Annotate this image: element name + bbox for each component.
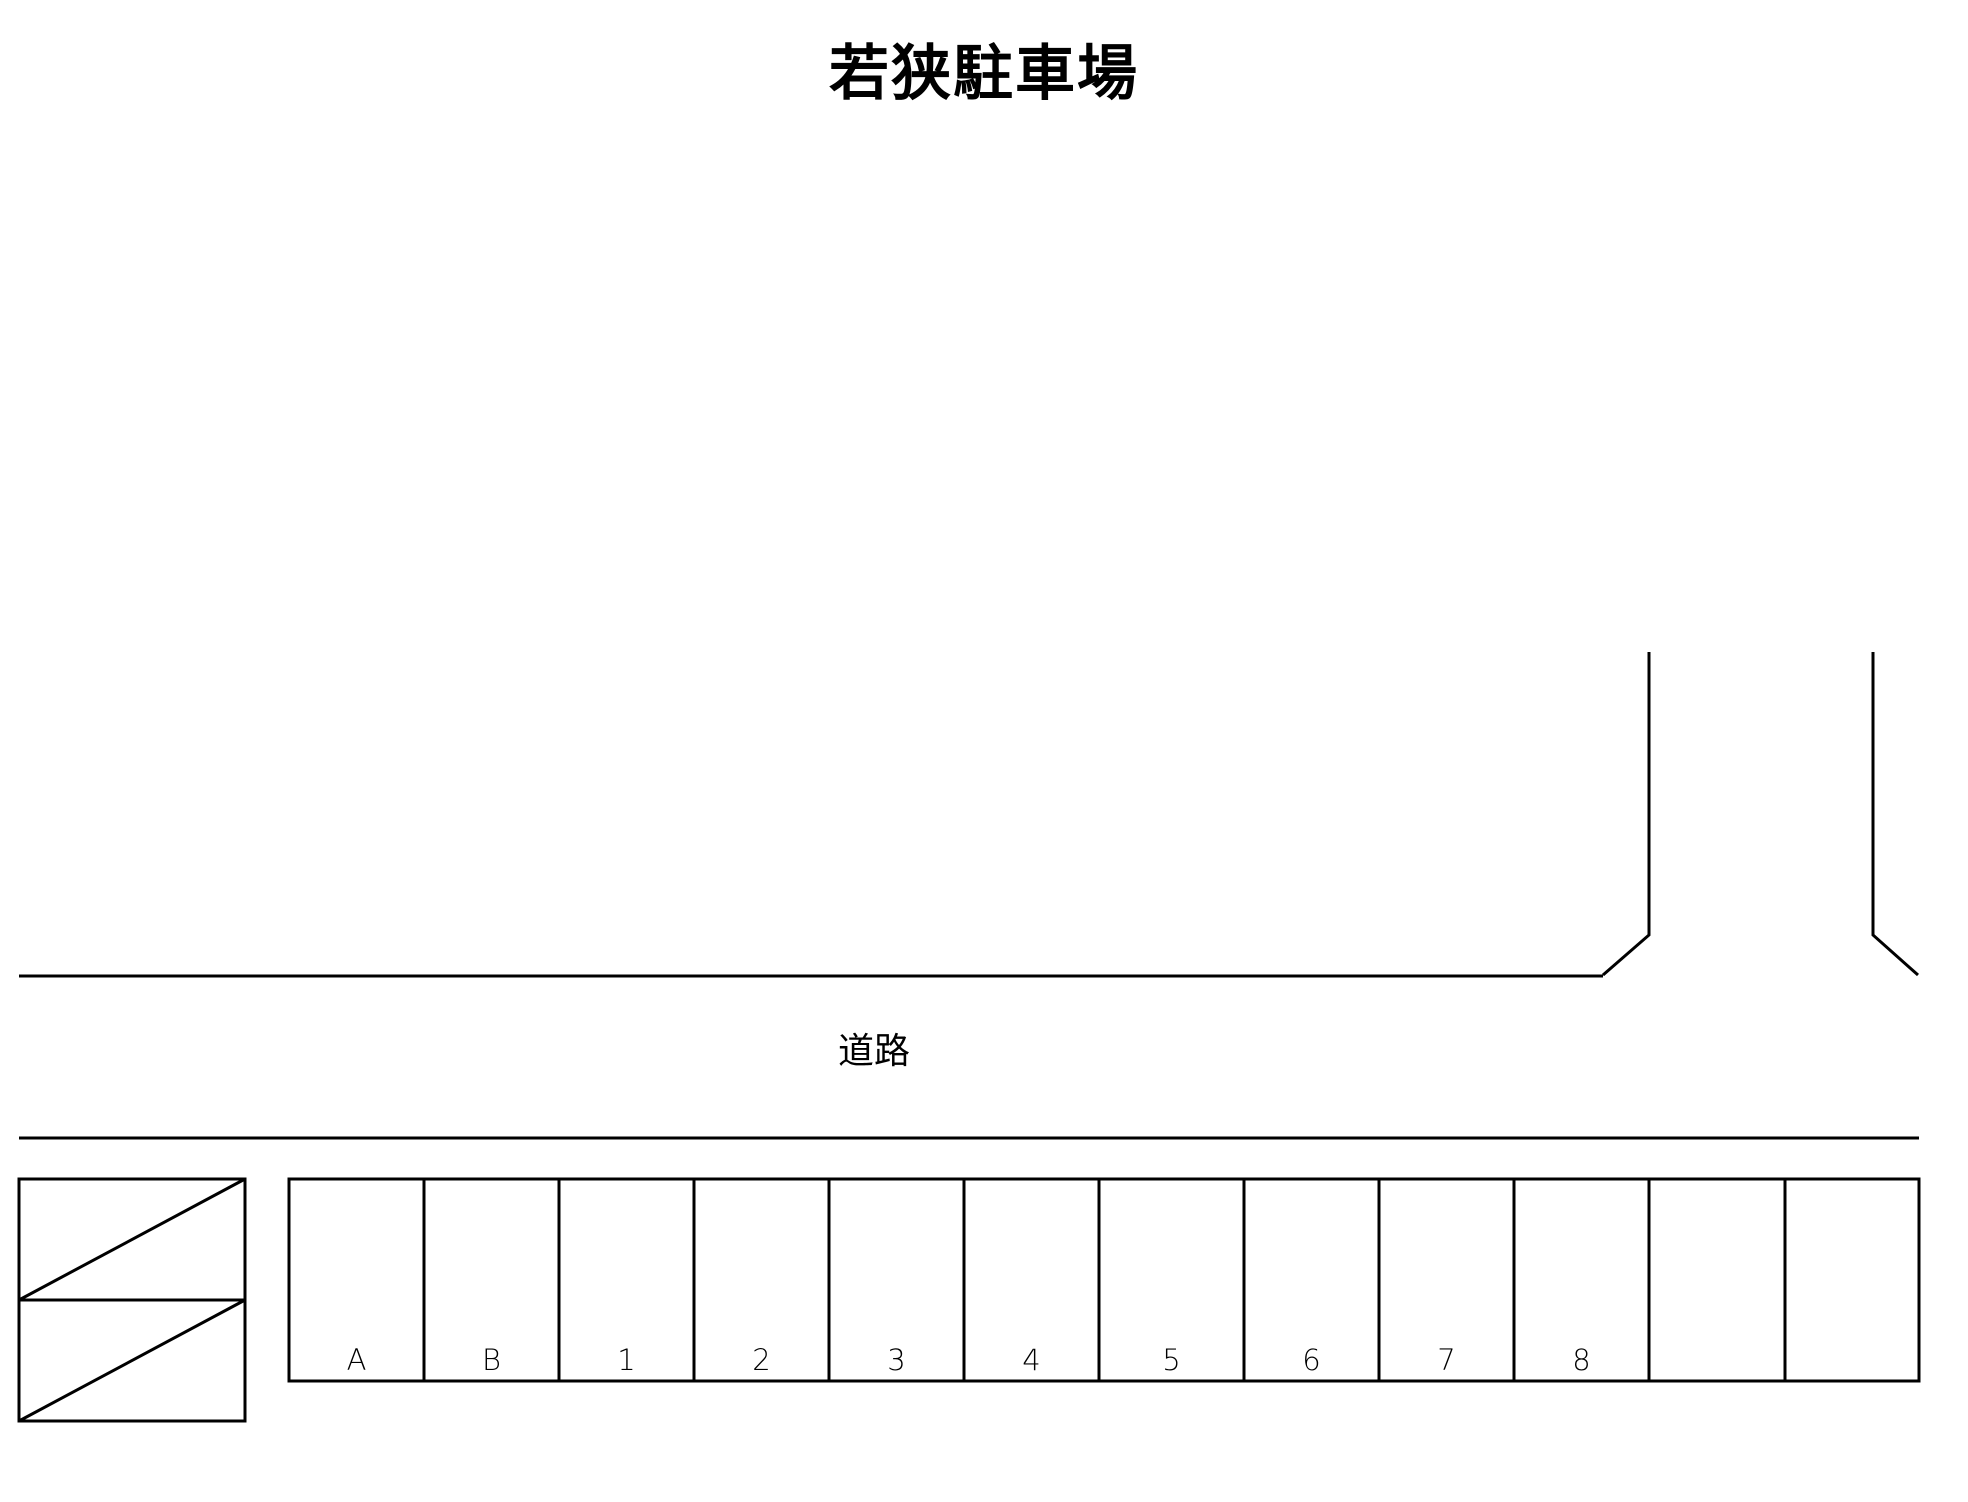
stall-label: A (346, 1343, 367, 1377)
stall-label: 7 (1437, 1343, 1456, 1377)
side-box-diagonal-top (18, 1177, 246, 1302)
stall-label: 6 (1302, 1343, 1321, 1377)
entrance-left-edge (1602, 652, 1651, 977)
stall-label (1785, 1344, 1919, 1376)
stall-label: B (482, 1343, 501, 1377)
stall-label: 8 (1572, 1343, 1591, 1377)
stall-label: 1 (617, 1343, 636, 1377)
stall-label (1649, 1344, 1785, 1376)
stall-label: 2 (752, 1343, 771, 1377)
side-box (17, 1177, 247, 1423)
stall-row-outline (287, 1177, 1921, 1383)
stall-label: 5 (1162, 1343, 1181, 1377)
parking-stalls (287, 1177, 1921, 1383)
road (19, 652, 1919, 1140)
side-box-diagonal-bottom (18, 1298, 246, 1423)
stall-label: 4 (1022, 1343, 1041, 1377)
entrance-right-edge (1871, 652, 1919, 977)
road-label: 道路 (837, 1031, 910, 1072)
stall-label: 3 (887, 1343, 906, 1377)
page-title: 若狭駐車場 (829, 39, 1139, 109)
